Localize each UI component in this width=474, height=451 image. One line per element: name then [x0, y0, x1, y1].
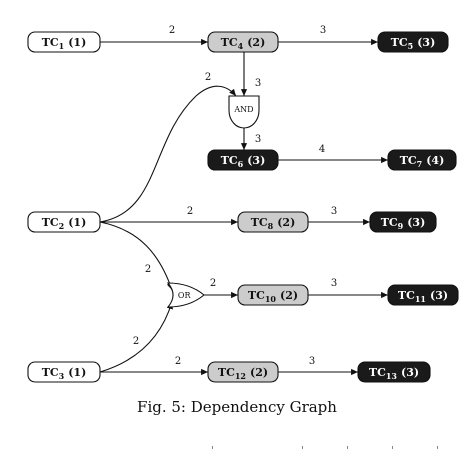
node-tc4: TC4(2)	[207, 31, 279, 53]
node-label: TC2(1)	[42, 216, 87, 231]
edge-tc3-or	[99, 301, 173, 373]
scan-tick	[392, 446, 393, 449]
node-label: TC9(3)	[381, 216, 426, 231]
node-box	[207, 361, 279, 383]
edge-tc2-or	[99, 221, 173, 291]
node-tc10: TC10(2)	[237, 284, 309, 306]
or-gate: OR	[166, 282, 205, 308]
edge-weight-label: 3	[309, 356, 315, 367]
edge-weight-label: 4	[319, 144, 325, 155]
node-box	[237, 211, 309, 233]
figure-caption: Fig. 5: Dependency Graph	[137, 398, 337, 416]
node-tc8: TC8(2)	[237, 211, 309, 233]
node-box	[207, 149, 279, 171]
node-label: TC7(4)	[400, 154, 445, 169]
and-gate: AND	[228, 95, 260, 129]
node-tc9: TC9(3)	[369, 211, 437, 233]
scan-tick	[437, 446, 438, 449]
node-label: TC4(2)	[221, 36, 266, 51]
edge-weight-label: 2	[205, 72, 211, 83]
node-box	[207, 31, 279, 53]
edge-weight-label: 2	[210, 278, 216, 289]
edge-tc2-and	[99, 85, 237, 223]
node-label: TC5(3)	[391, 36, 436, 51]
node-tc1: TC1(1)	[27, 31, 101, 53]
edge-weight-label: 2	[133, 336, 139, 347]
node-box	[27, 31, 101, 53]
node-box	[377, 31, 449, 53]
node-label: TC11(3)	[398, 289, 448, 304]
node-label: TC13(3)	[369, 366, 419, 381]
edge-weight-label: 3	[255, 134, 261, 145]
node-label: TC10(2)	[248, 289, 298, 304]
node-box	[27, 361, 101, 383]
edge-weight-label: 2	[187, 206, 193, 217]
node-label: TC12(2)	[218, 366, 268, 381]
node-label: TC8(2)	[251, 216, 296, 231]
edge-weight-label: 3	[255, 78, 261, 89]
node-label: TC1(1)	[42, 36, 87, 51]
node-box	[237, 284, 309, 306]
gate-label: OR	[178, 291, 192, 300]
scan-tick	[347, 446, 348, 449]
edge-weight-label: 3	[320, 25, 326, 36]
edge-weight-label: 3	[331, 278, 337, 289]
node-tc5: TC5(3)	[377, 31, 449, 53]
node-box	[387, 284, 459, 306]
node-tc13: TC13(3)	[357, 361, 431, 383]
edge-weight-label: 2	[175, 356, 181, 367]
node-box	[369, 211, 437, 233]
edge-weight-label: 3	[331, 206, 337, 217]
node-box	[387, 149, 457, 171]
scan-tick	[212, 446, 213, 449]
node-label: TC3(1)	[42, 366, 87, 381]
node-tc7: TC7(4)	[387, 149, 457, 171]
node-box	[357, 361, 431, 383]
node-tc2: TC2(1)	[27, 211, 101, 233]
node-box	[27, 211, 101, 233]
gate-label: AND	[233, 105, 253, 114]
edge-weight-label: 2	[145, 264, 151, 275]
edge-weight-label: 2	[169, 25, 175, 36]
node-tc12: TC12(2)	[207, 361, 279, 383]
node-label: TC6(3)	[221, 154, 266, 169]
scan-tick	[302, 446, 303, 449]
node-tc6: TC6(3)	[207, 149, 279, 171]
node-tc11: TC11(3)	[387, 284, 459, 306]
node-tc3: TC3(1)	[27, 361, 101, 383]
